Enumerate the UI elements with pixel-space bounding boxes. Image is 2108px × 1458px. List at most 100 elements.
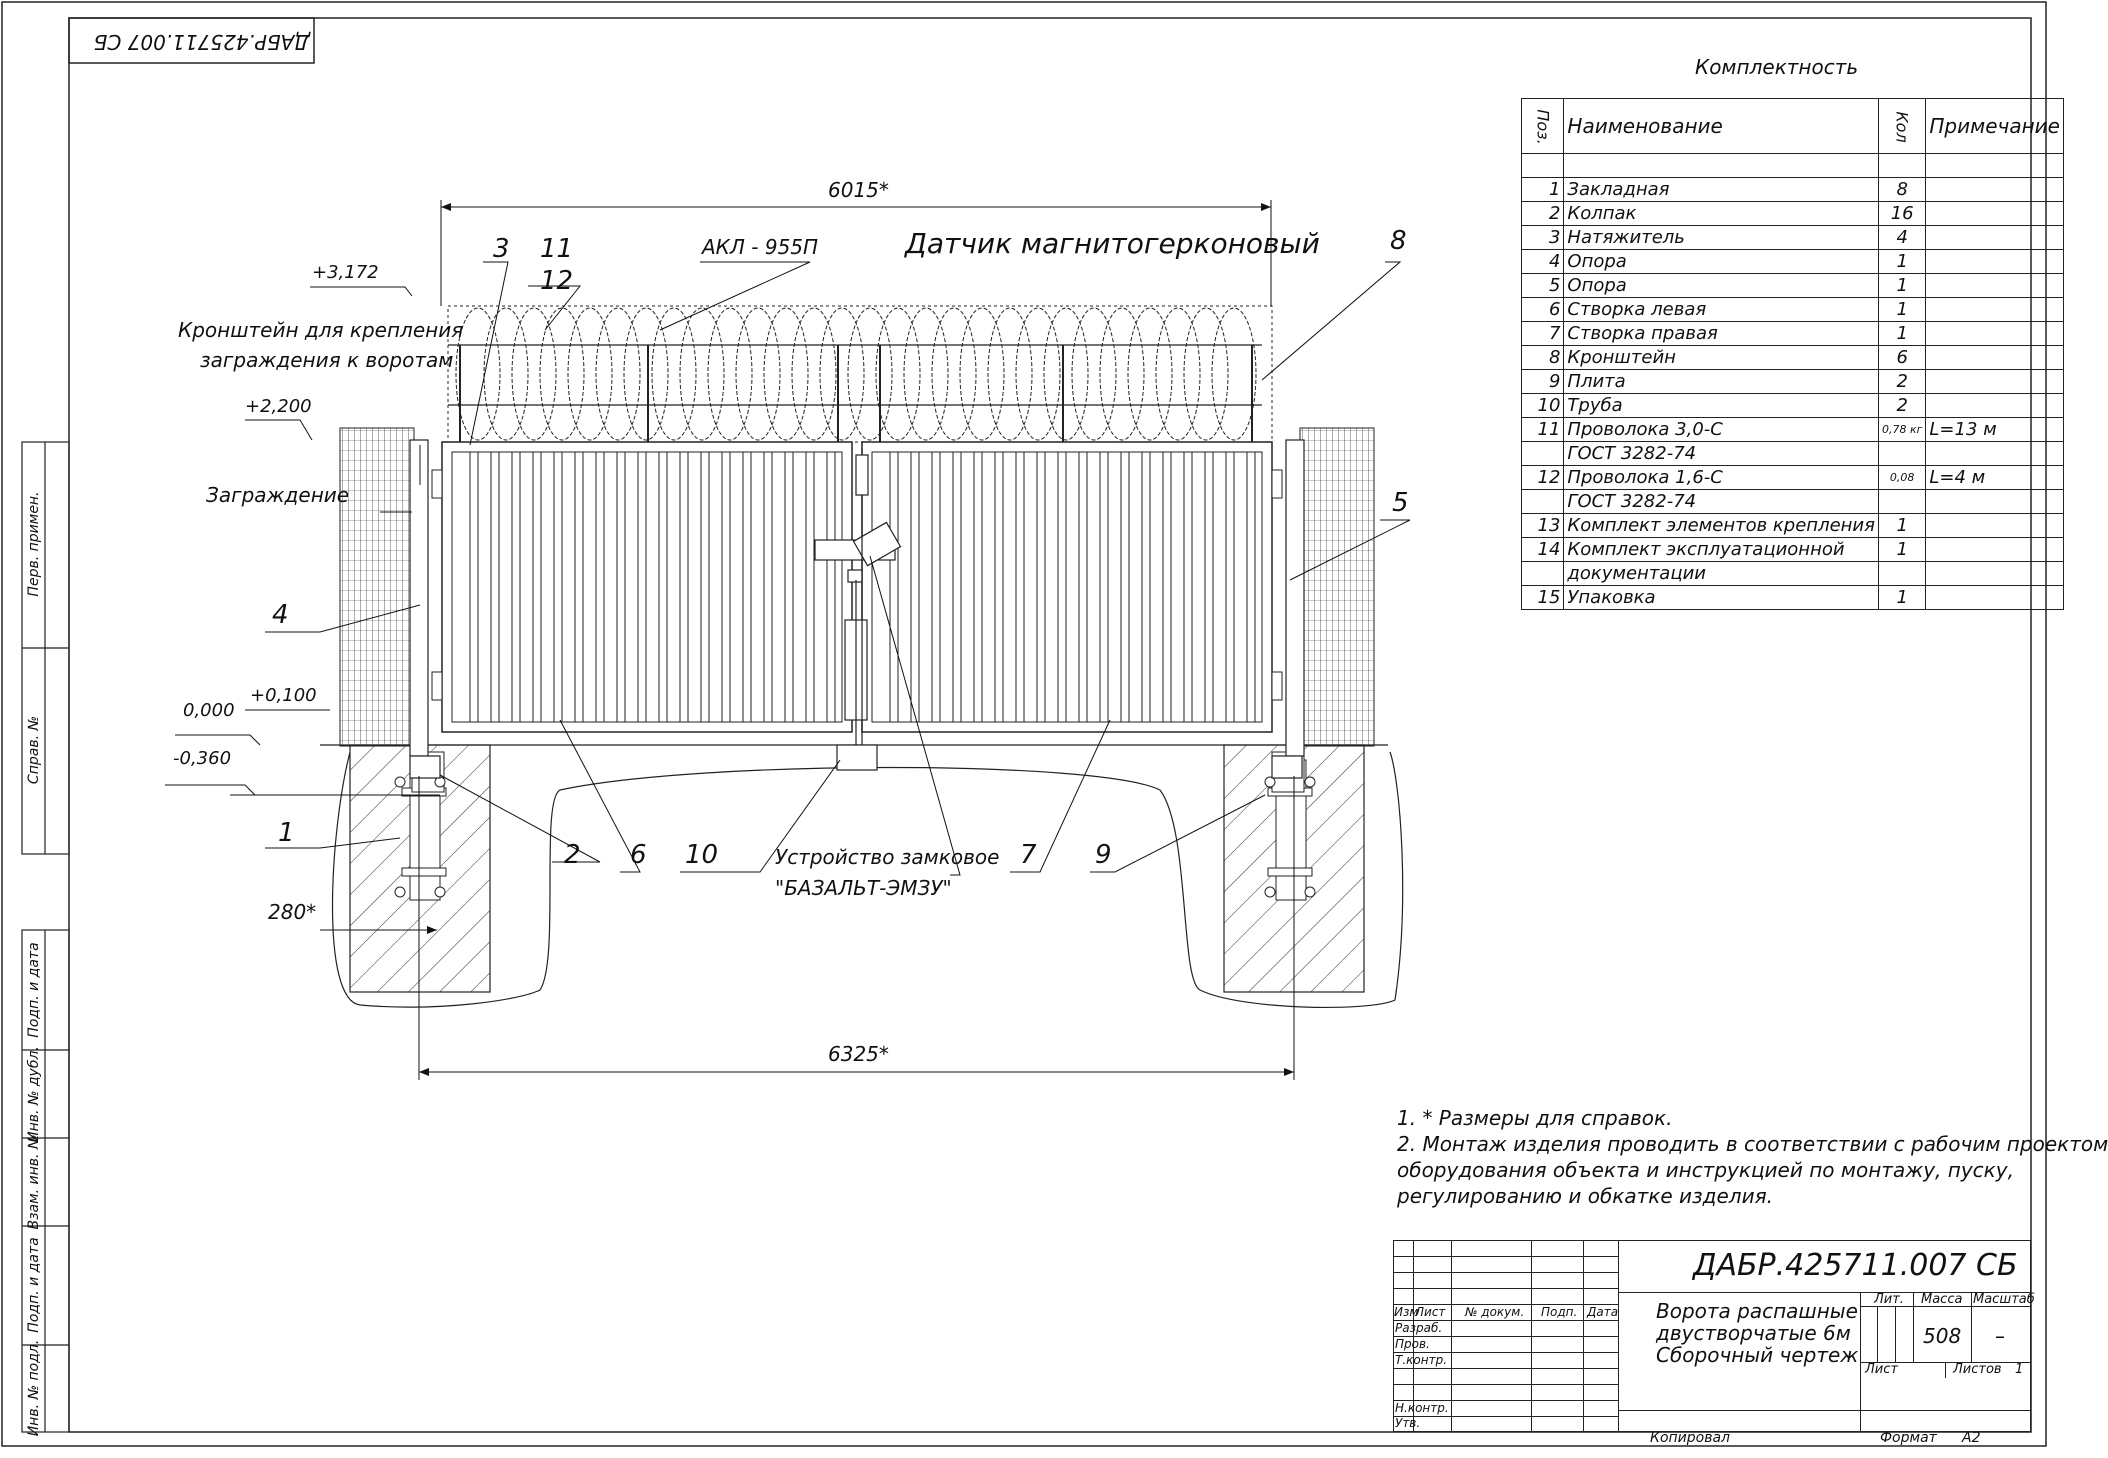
razor-coil — [539, 307, 585, 441]
title-block: ДАБР.425711.007 СБ Ворота распашные двус… — [1393, 1240, 2035, 1432]
bom-cell-note — [1925, 177, 2064, 202]
elevation-2200: +2,200 — [245, 396, 312, 417]
razor-coil — [1043, 307, 1089, 441]
title-code: ДАБР.425711.007 СБ — [1693, 1248, 2018, 1283]
elevation-3172: +3,172 — [312, 262, 379, 283]
bom-cell-name: Комплект эксплуатационной — [1563, 537, 1879, 562]
label-barrier: Заграждение — [206, 483, 350, 507]
bom-cell-pos: 1 — [1520, 177, 1565, 202]
razor-coil — [567, 307, 613, 441]
bom-cell-name: Упаковка — [1563, 585, 1879, 610]
bom-cell-name: документации — [1563, 561, 1879, 586]
bom-cell-pos: 12 — [1520, 465, 1565, 490]
bom-cell-pos: 4 — [1520, 249, 1565, 274]
bom-cell-name: Проволока 3,0-С — [1563, 417, 1879, 442]
bom-cell-note — [1925, 513, 2064, 538]
fence-right — [1299, 427, 1375, 747]
bom-cell-pos: 11 — [1520, 417, 1565, 442]
razor-coil — [1099, 307, 1145, 441]
bom-cell-pos: 8 — [1520, 345, 1565, 370]
margin-strip — [21, 441, 70, 1433]
col-list: Лист — [1415, 1305, 1446, 1319]
bom-cell-pos: 3 — [1520, 225, 1565, 250]
format-label: Формат — [1880, 1430, 1937, 1446]
razor-coil — [1015, 307, 1061, 441]
bom-cell-pos: 13 — [1520, 513, 1565, 538]
bom-cell-note — [1925, 369, 2064, 394]
label-akl: АКЛ - 955П — [702, 235, 819, 259]
razor-coil — [679, 307, 725, 441]
razor-coil — [623, 307, 669, 441]
bom-cell-note — [1925, 201, 2064, 226]
bom-cell-qty — [1877, 489, 1927, 514]
scale-label: Масштаб — [1973, 1292, 2035, 1307]
bom-cell-note: L=13 м — [1925, 417, 2064, 442]
strip-inv-podl: Инв. № подл. — [26, 1339, 42, 1437]
bom-cell-name — [1563, 153, 1879, 178]
bom-cell-pos — [1520, 441, 1565, 466]
bom-cell-name: Труба — [1563, 393, 1879, 418]
mass-label: Масса — [1921, 1292, 1963, 1307]
callout-2: 2 — [564, 840, 581, 870]
bom-cell-name: Кронштейн — [1563, 345, 1879, 370]
bom-cell-pos — [1520, 561, 1565, 586]
bom-cell-qty: 8 — [1877, 177, 1927, 202]
dimensions — [165, 200, 1411, 1080]
razor-coil — [819, 307, 865, 441]
bom-header-name: Наименование — [1563, 98, 1879, 154]
bom-cell-note — [1925, 393, 2064, 418]
bom-cell-qty: 1 — [1877, 537, 1927, 562]
label-sensor: Датчик магнитогерконовый — [905, 227, 1320, 260]
razor-coil — [483, 307, 529, 441]
bom-cell-pos: 6 — [1520, 297, 1565, 322]
bom-cell-pos: 10 — [1520, 393, 1565, 418]
razor-coil — [931, 307, 977, 441]
bom-cell-pos: 14 — [1520, 537, 1565, 562]
col-date: Дата — [1587, 1305, 1619, 1319]
bom-cell-qty: 1 — [1877, 513, 1927, 538]
elevation-0360: -0,360 — [173, 748, 232, 769]
label-bracket-2: заграждения к воротам — [200, 348, 454, 372]
sheets-label: Листов — [1953, 1362, 2002, 1377]
bom-cell-qty: 0,78 кг — [1877, 417, 1927, 442]
format-value: А2 — [1962, 1430, 1981, 1446]
bom-cell-name: Створка левая — [1563, 297, 1879, 322]
bom-header-note: Примечание — [1925, 98, 2064, 154]
callout-5: 5 — [1392, 488, 1409, 518]
bom-cell-name: ГОСТ 3282-74 — [1563, 489, 1879, 514]
bom-cell-qty: 2 — [1877, 369, 1927, 394]
bom-cell-note — [1925, 249, 2064, 274]
bom-cell-name: Колпак — [1563, 201, 1879, 226]
bom-cell-name: Натяжитель — [1563, 225, 1879, 250]
note-line: 2. Монтаж изделия проводить в соответств… — [1397, 1132, 2108, 1156]
razor-coil — [959, 307, 1005, 441]
bom-cell-note — [1925, 273, 2064, 298]
strip-perv-primen: Перв. примен. — [26, 491, 42, 597]
elevation-0100: +0,100 — [250, 685, 317, 706]
elevation-0000: 0,000 — [183, 700, 235, 721]
callout-4: 4 — [272, 600, 289, 630]
strip-sprav: Справ. № — [26, 715, 42, 785]
label-lock-2: "БАЗАЛЬТ-ЭМЗУ" — [775, 876, 952, 900]
copied-label: Копировал — [1650, 1430, 1730, 1446]
bom-cell-qty: 6 — [1877, 345, 1927, 370]
bom-cell-name: Опора — [1563, 249, 1879, 274]
razor-wire — [447, 305, 1273, 443]
razor-coil — [1071, 307, 1117, 441]
bom-cell-qty: 2 — [1877, 393, 1927, 418]
bom-cell-qty: 1 — [1877, 585, 1927, 610]
bom-cell-qty: 1 — [1877, 249, 1927, 274]
bom-cell-qty: 4 — [1877, 225, 1927, 250]
drawing-sheet — [1, 1, 2047, 1447]
callout-9: 9 — [1095, 840, 1112, 870]
razor-coil — [1155, 307, 1201, 441]
